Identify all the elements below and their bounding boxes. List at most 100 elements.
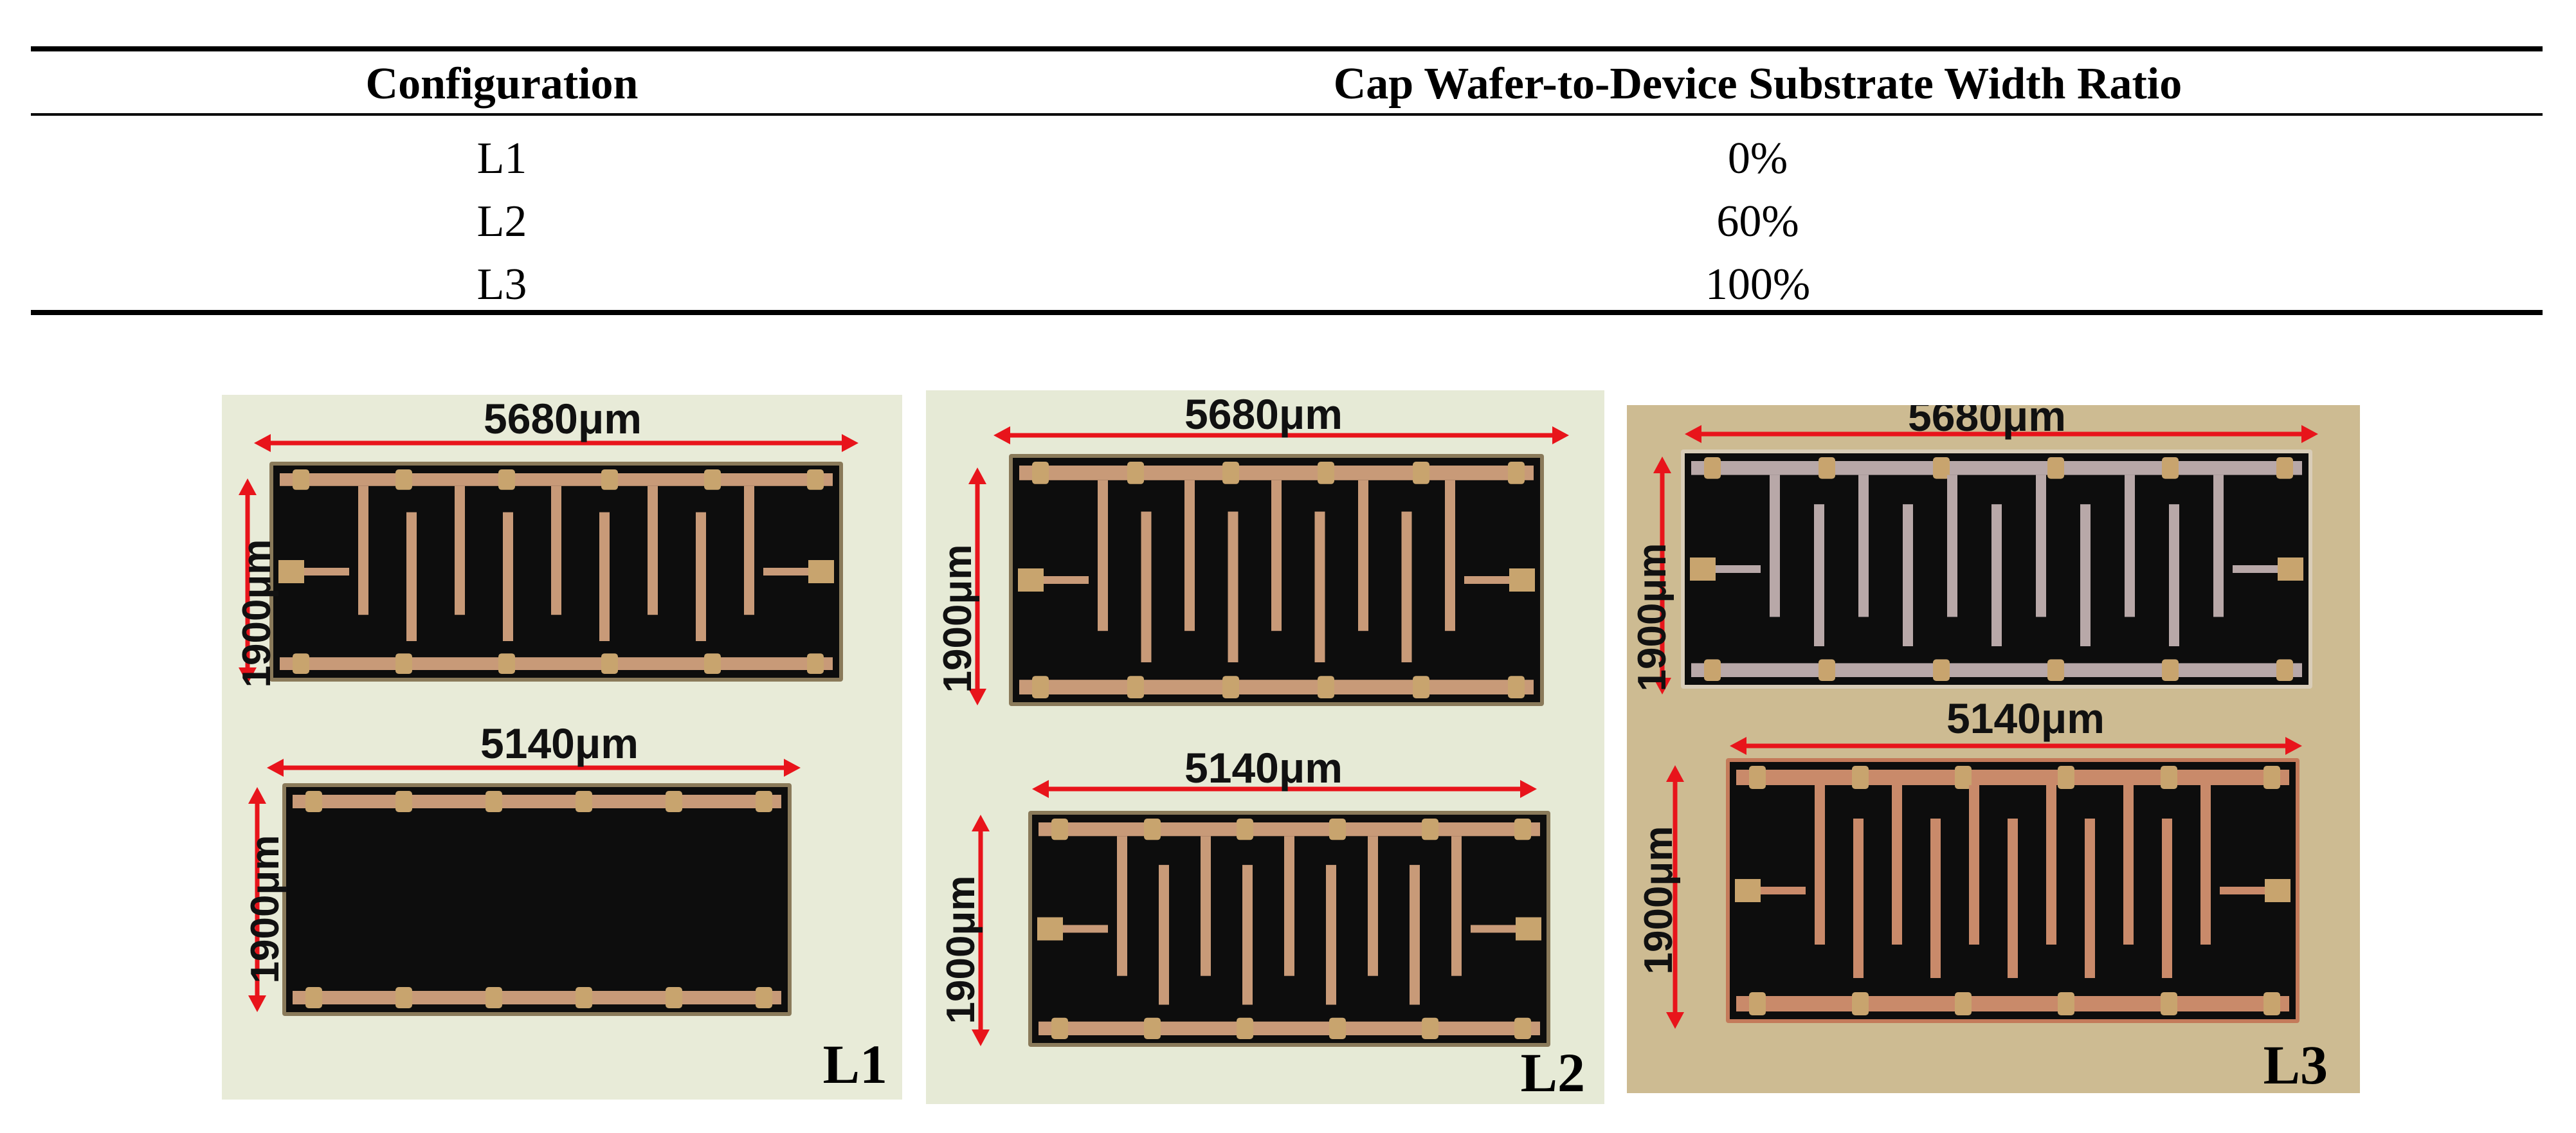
electrode-finger <box>1159 865 1169 1005</box>
feed-line <box>1044 576 1089 584</box>
electrode-finger <box>1242 865 1253 1005</box>
bond-pad <box>601 469 618 490</box>
electrode-finger <box>503 512 513 641</box>
electrode-finger <box>1141 511 1152 662</box>
bond-pad <box>293 653 309 674</box>
panel-l3-graphic: 5680μm 1900μm 5140μm 1900μm L3 <box>1630 405 2328 1093</box>
electrode-finger <box>1098 480 1108 631</box>
arrowhead <box>972 1029 990 1046</box>
bond-pad <box>1413 676 1429 698</box>
electrode-finger <box>2008 819 2018 978</box>
side-pad <box>1735 879 1761 902</box>
feed-line <box>1471 925 1516 933</box>
bond-pad <box>1422 1017 1438 1039</box>
electrode-finger <box>1969 785 1979 945</box>
l2-panel-label: L2 <box>1521 1042 1585 1103</box>
arrowhead <box>842 434 858 452</box>
bond-pad <box>1933 457 1950 479</box>
bond-pad <box>485 987 502 1008</box>
bond-pad <box>2263 992 2280 1015</box>
bond-pad <box>1852 766 1869 789</box>
feed-line <box>1464 576 1509 584</box>
arrowhead <box>267 759 284 777</box>
bond-pad <box>1508 676 1525 698</box>
bottom-bus <box>280 657 833 670</box>
table-header-rule <box>31 113 2543 116</box>
bond-pad <box>485 791 502 812</box>
bond-pad <box>704 469 721 490</box>
bond-pad <box>1819 457 1835 479</box>
bond-pad <box>1051 819 1068 840</box>
arrowhead <box>1520 780 1537 798</box>
bond-pad <box>2161 766 2177 789</box>
bond-pad <box>807 653 824 674</box>
arrowhead <box>784 759 801 777</box>
bond-pad <box>576 791 592 812</box>
bond-pad <box>395 469 412 490</box>
electrode-finger <box>2080 504 2091 646</box>
electrode-finger <box>2125 475 2135 617</box>
row-l2-ratio: 60% <box>1716 197 1799 246</box>
arrowhead <box>2301 425 2318 443</box>
row-l1-ratio: 0% <box>1727 134 1788 183</box>
electrode-finger <box>1770 475 1780 617</box>
electrode-finger <box>696 512 706 641</box>
electrode-finger <box>2036 475 2046 617</box>
side-pad <box>278 560 304 583</box>
l2-bottom-height-label: 1900μm <box>939 876 983 1024</box>
bond-pad <box>1422 819 1438 840</box>
side-pad <box>2265 879 2290 902</box>
bond-pad <box>2161 992 2177 1015</box>
photo-panel-l3: 5680μm 1900μm 5140μm 1900μm L3 <box>1627 405 2360 1093</box>
arrowhead <box>1685 425 1701 443</box>
bond-pad <box>756 791 772 812</box>
side-pad <box>1037 917 1063 941</box>
arrowhead <box>1032 780 1049 798</box>
electrode-finger <box>599 512 610 641</box>
bond-pad <box>2162 659 2179 681</box>
electrode-finger <box>1892 785 1902 945</box>
bond-pad <box>1749 992 1766 1015</box>
arrowhead <box>248 995 266 1012</box>
bond-pad <box>1852 992 1869 1015</box>
bottom-bus <box>1019 680 1534 694</box>
bond-pad <box>1127 676 1144 698</box>
arrowhead <box>239 478 257 495</box>
arrowhead <box>254 434 271 452</box>
row-l2-configuration: L2 <box>476 197 527 246</box>
electrode-finger <box>1326 865 1336 1005</box>
side-pad <box>1018 568 1044 592</box>
l2-bottom-die <box>1028 811 1550 1047</box>
bond-pad <box>1222 462 1239 484</box>
electrode-finger <box>744 485 754 615</box>
top-bus <box>1736 770 2289 785</box>
electrode-finger <box>1930 819 1941 978</box>
bond-pad <box>1413 462 1429 484</box>
bottom-bus <box>1736 996 2289 1011</box>
electrode-finger <box>1117 836 1127 976</box>
bottom-bus <box>1039 1021 1540 1035</box>
side-pad <box>1690 557 1716 581</box>
side-pad <box>808 560 834 583</box>
bond-pad <box>498 469 515 490</box>
bond-pad <box>756 987 772 1008</box>
bond-pad <box>2162 457 2179 479</box>
electrode-finger <box>406 512 417 641</box>
electrode-finger <box>1368 836 1378 976</box>
bond-pad <box>1704 457 1721 479</box>
panel-l1-graphic: 5680μm 1900μm 5140μm 1900μm L1 <box>235 395 887 1095</box>
bond-pad <box>666 791 682 812</box>
bond-pad <box>2276 457 2293 479</box>
bond-pad <box>395 653 412 674</box>
feed-line <box>2220 887 2265 894</box>
side-pad <box>2278 557 2303 581</box>
bond-pad <box>2276 659 2293 681</box>
panel-l2-graphic: 5680μm 1900μm 5140μm 1900μm L2 <box>936 390 1585 1103</box>
electrode-finger <box>648 485 658 615</box>
l1-bottom-width-label: 5140μm <box>480 720 639 767</box>
l2-bottom-width-label: 5140μm <box>1184 744 1343 792</box>
die-body <box>286 787 788 1012</box>
top-bus <box>1019 466 1534 480</box>
feed-line <box>304 568 349 576</box>
top-bus <box>1039 822 1540 837</box>
